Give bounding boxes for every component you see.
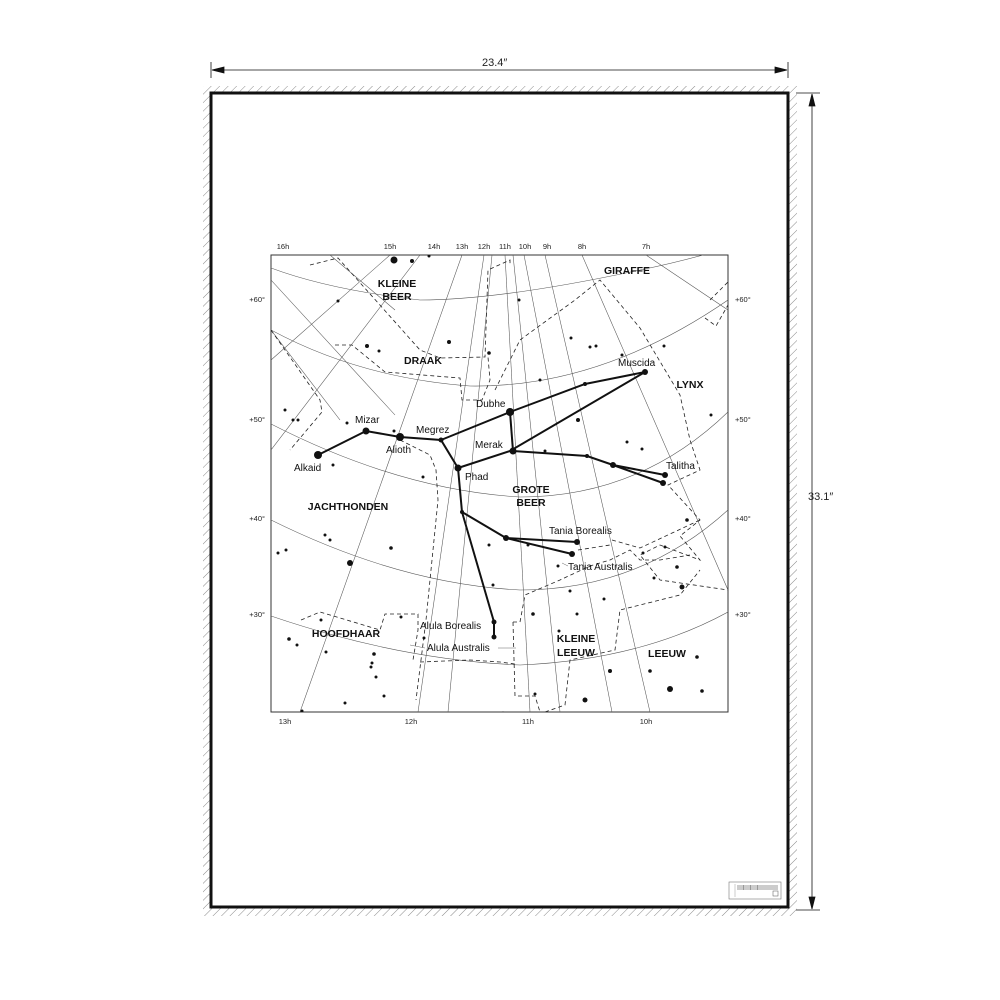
svg-text:11h: 11h	[522, 717, 534, 726]
svg-text:+50°: +50°	[735, 415, 751, 424]
barcode-sticker	[728, 881, 782, 900]
constellation-jachthonden: JACHTHONDEN	[308, 501, 389, 513]
svg-text:15h: 15h	[384, 242, 397, 251]
star-map: KLEINE BEER DRAAK GIRAFFE LYNX JACHTHOND…	[249, 242, 750, 726]
constellation-grote-beer: GROTE	[512, 484, 549, 496]
svg-text:13h: 13h	[456, 242, 469, 251]
svg-text:+60°: +60°	[249, 295, 265, 304]
width-dimension	[210, 62, 789, 78]
svg-text:11h: 11h	[499, 242, 511, 251]
svg-text:16h: 16h	[277, 242, 290, 251]
dec-ticks-right: +60° +50° +40° +30°	[735, 295, 751, 619]
right-ascension-grid	[271, 255, 728, 712]
star-label-dubhe: Dubhe	[476, 399, 506, 410]
star-label-alula-australis: Alula Australis	[427, 643, 490, 654]
svg-text:+30°: +30°	[249, 610, 265, 619]
svg-text:12h: 12h	[478, 242, 491, 251]
star-label-muscida: Muscida	[618, 358, 656, 369]
svg-text:+30°: +30°	[735, 610, 751, 619]
svg-text:10h: 10h	[640, 717, 653, 726]
svg-text:10h: 10h	[519, 242, 532, 251]
dec-ticks-left: +60° +50° +40° +30°	[249, 295, 265, 619]
star-label-mizar: Mizar	[355, 415, 380, 426]
star-label-alula-borealis: Alula Borealis	[420, 621, 481, 632]
star-label-alioth: Alioth	[386, 445, 411, 456]
svg-text:14h: 14h	[428, 242, 441, 251]
svg-text:12h: 12h	[405, 717, 418, 726]
star-label-tania-borealis: Tania Borealis	[549, 526, 612, 537]
constellation-draak: DRAAK	[404, 355, 442, 367]
svg-text:+50°: +50°	[249, 415, 265, 424]
svg-text:7h: 7h	[642, 242, 650, 251]
svg-text:8h: 8h	[578, 242, 586, 251]
height-dimension	[796, 92, 820, 911]
grote-beer-stars	[314, 369, 668, 640]
ra-ticks-bottom: 13h 12h 11h 10h	[279, 717, 653, 726]
label-leaders	[409, 562, 569, 649]
svg-text:+40°: +40°	[249, 514, 265, 523]
width-dimension-label: 23.4″	[482, 57, 508, 69]
constellation-giraffe: GIRAFFE	[604, 265, 650, 277]
constellation-kleine-beer-2: BEER	[382, 291, 412, 303]
svg-text:9h: 9h	[543, 242, 551, 251]
constellation-lynx: LYNX	[676, 379, 703, 391]
constellation-kleine-beer: KLEINE	[378, 278, 417, 290]
declination-grid	[271, 255, 728, 666]
star-label-alkaid: Alkaid	[294, 463, 321, 474]
svg-text:+40°: +40°	[735, 514, 751, 523]
svg-text:13h: 13h	[279, 717, 292, 726]
constellation-grote-beer-2: BEER	[516, 497, 546, 509]
background-stars	[276, 255, 713, 712]
star-label-tania-australis: Tania Australis	[568, 562, 632, 573]
ra-ticks-top: 16h 15h 14h 13h 12h 11h 10h 9h 8h 7h	[277, 242, 650, 251]
star-label-talitha: Talitha	[666, 461, 695, 472]
star-label-merak: Merak	[475, 440, 504, 451]
constellation-kleine-leeuw: KLEINE	[557, 633, 596, 645]
height-dimension-label: 33.1″	[808, 491, 834, 503]
svg-text:+60°: +60°	[735, 295, 751, 304]
constellation-boundaries	[271, 257, 728, 712]
star-label-megrez: Megrez	[416, 425, 449, 436]
star-label-phad: Phad	[465, 472, 488, 483]
constellation-kleine-leeuw-2: LEEUW	[557, 647, 595, 659]
constellation-leeuw: LEEUW	[648, 648, 686, 660]
constellation-hoofdhaar: HOOFDHAAR	[312, 628, 381, 640]
